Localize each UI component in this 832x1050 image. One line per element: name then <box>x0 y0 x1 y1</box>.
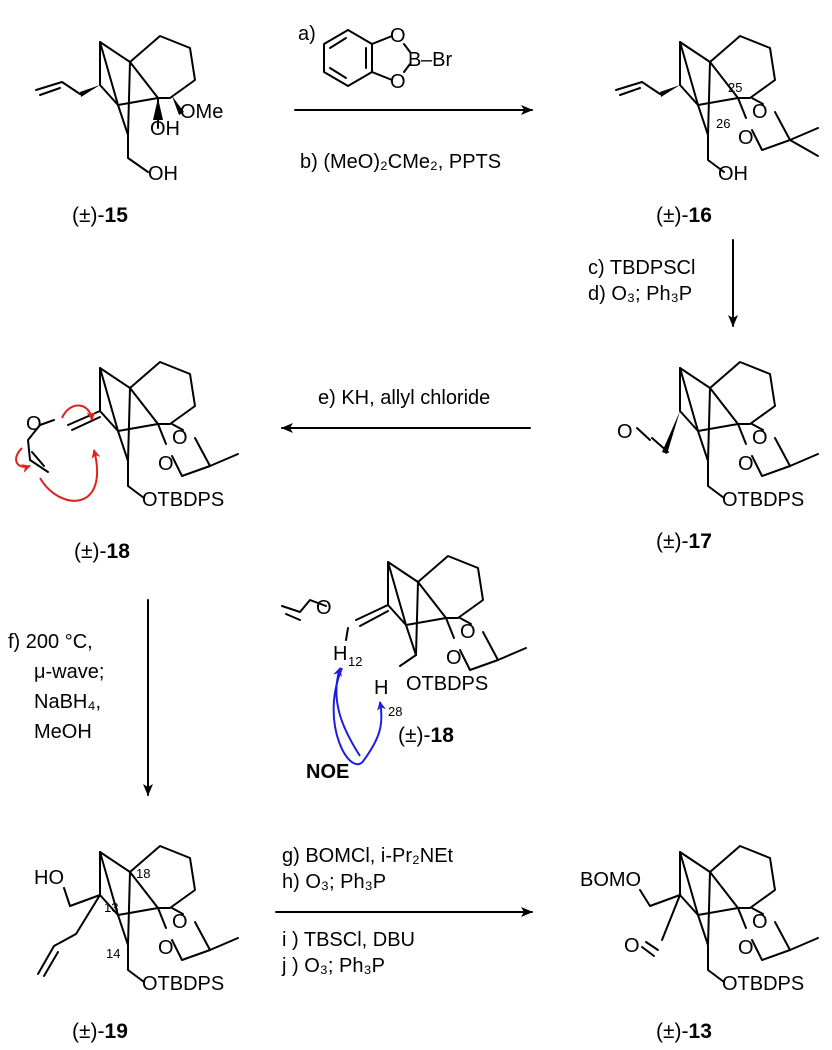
compound-16: O O OH 25 26 <box>615 35 819 185</box>
compound-13: BOMO O O O OTBDPS <box>580 845 819 995</box>
oxygen-atom: O <box>738 453 754 475</box>
electron-arrow <box>61 404 96 421</box>
noe-label: NOE <box>306 761 349 783</box>
boron-atom: B <box>408 49 421 71</box>
compound-18: O O O OTBDPS <box>15 361 239 511</box>
aldehyde-oxygen: O <box>617 421 633 443</box>
catecholboron-bromide: O O B –Br <box>323 25 452 93</box>
compound-15: OMe OH OH <box>35 35 223 185</box>
oxygen-atom: O <box>738 127 754 149</box>
hydroxyl-group: OH <box>148 163 178 185</box>
oxygen-atom: O <box>172 911 188 933</box>
electron-arrow <box>15 447 31 473</box>
noe-arrow <box>332 667 386 766</box>
condition-e: e) KH, allyl chloride <box>318 387 490 409</box>
oxygen-atom: O <box>460 621 476 643</box>
atom-number-14: 14 <box>106 946 120 961</box>
compound-label-18: (±)-18 <box>74 540 130 563</box>
condition-f-line2: μ-wave; <box>34 661 104 683</box>
otbdps-group: OTBDPS <box>406 673 488 695</box>
enol-ether-oxygen: O <box>316 597 332 619</box>
electron-arrow <box>39 449 101 502</box>
compound-label-17: (±)-17 <box>656 530 712 553</box>
otbdps-group: OTBDPS <box>142 489 224 511</box>
bromine-atom: –Br <box>421 49 452 71</box>
condition-a: a) <box>298 23 316 45</box>
hydrogen-28: H <box>374 677 388 699</box>
bomo-group: BOMO <box>580 869 641 891</box>
oxygen-atom: O <box>752 911 768 933</box>
compound-label-15: (±)-15 <box>72 204 128 227</box>
atom-number-13: 13 <box>104 900 118 915</box>
oxygen-atom: O <box>752 101 768 123</box>
hydroxyl-group: OH <box>150 118 180 140</box>
condition-f-line3: NaBH₄, <box>34 691 101 713</box>
compound-17: O O O OTBDPS <box>617 361 819 511</box>
compound-label-13: (±)-13 <box>656 1020 712 1043</box>
compound-19: HO O O OTBDPS 18 13 14 <box>34 845 239 995</box>
condition-g: g) BOMCl, i-Pr₂NEt <box>282 845 454 867</box>
oxygen-atom: O <box>158 937 174 959</box>
hydroxyl-group: OH <box>718 163 748 185</box>
otbdps-group: OTBDPS <box>722 973 804 995</box>
condition-f-line1: f) 200 °C, <box>8 631 93 653</box>
otbdps-group: OTBDPS <box>142 973 224 995</box>
condition-i: i ) TBSCl, DBU <box>282 929 415 951</box>
oxygen-atom: O <box>738 937 754 959</box>
aldehyde-oxygen: O <box>624 935 640 957</box>
compound-label-18-noe: (±)-18 <box>398 724 454 747</box>
oxygen-atom: O <box>446 647 462 669</box>
oxygen-atom: O <box>390 71 406 93</box>
condition-j: j ) O₃; Ph₃P <box>281 955 385 977</box>
atom-number-28: 28 <box>388 704 402 719</box>
atom-number-12: 12 <box>348 654 362 669</box>
otbdps-group: OTBDPS <box>722 489 804 511</box>
oxygen-atom: O <box>752 427 768 449</box>
atom-number-18: 18 <box>136 866 150 881</box>
condition-b: b) (MeO)₂CMe₂, PPTS <box>300 151 501 173</box>
hydroxyl-group: HO <box>34 867 64 889</box>
hydrogen-12: H <box>333 643 347 665</box>
condition-d: d) O₃; Ph₃P <box>588 283 692 305</box>
oxygen-atom: O <box>158 453 174 475</box>
enol-ether-oxygen: O <box>26 413 42 435</box>
atom-number-25: 25 <box>728 80 742 95</box>
compound-label-19: (±)-19 <box>72 1020 128 1043</box>
compound-18-noe: O H 12 H 28 OTBDPS O O <box>281 555 527 766</box>
compound-label-16: (±)-16 <box>656 204 712 227</box>
omethyl-group: OMe <box>180 101 223 123</box>
condition-c: c) TBDPSCl <box>588 257 695 279</box>
condition-h: h) O₃; Ph₃P <box>282 871 386 893</box>
atom-number-26: 26 <box>716 116 730 131</box>
condition-f-line4: MeOH <box>34 721 92 743</box>
noe-arrow <box>333 667 361 757</box>
oxygen-atom: O <box>390 25 406 47</box>
oxygen-atom: O <box>172 427 188 449</box>
